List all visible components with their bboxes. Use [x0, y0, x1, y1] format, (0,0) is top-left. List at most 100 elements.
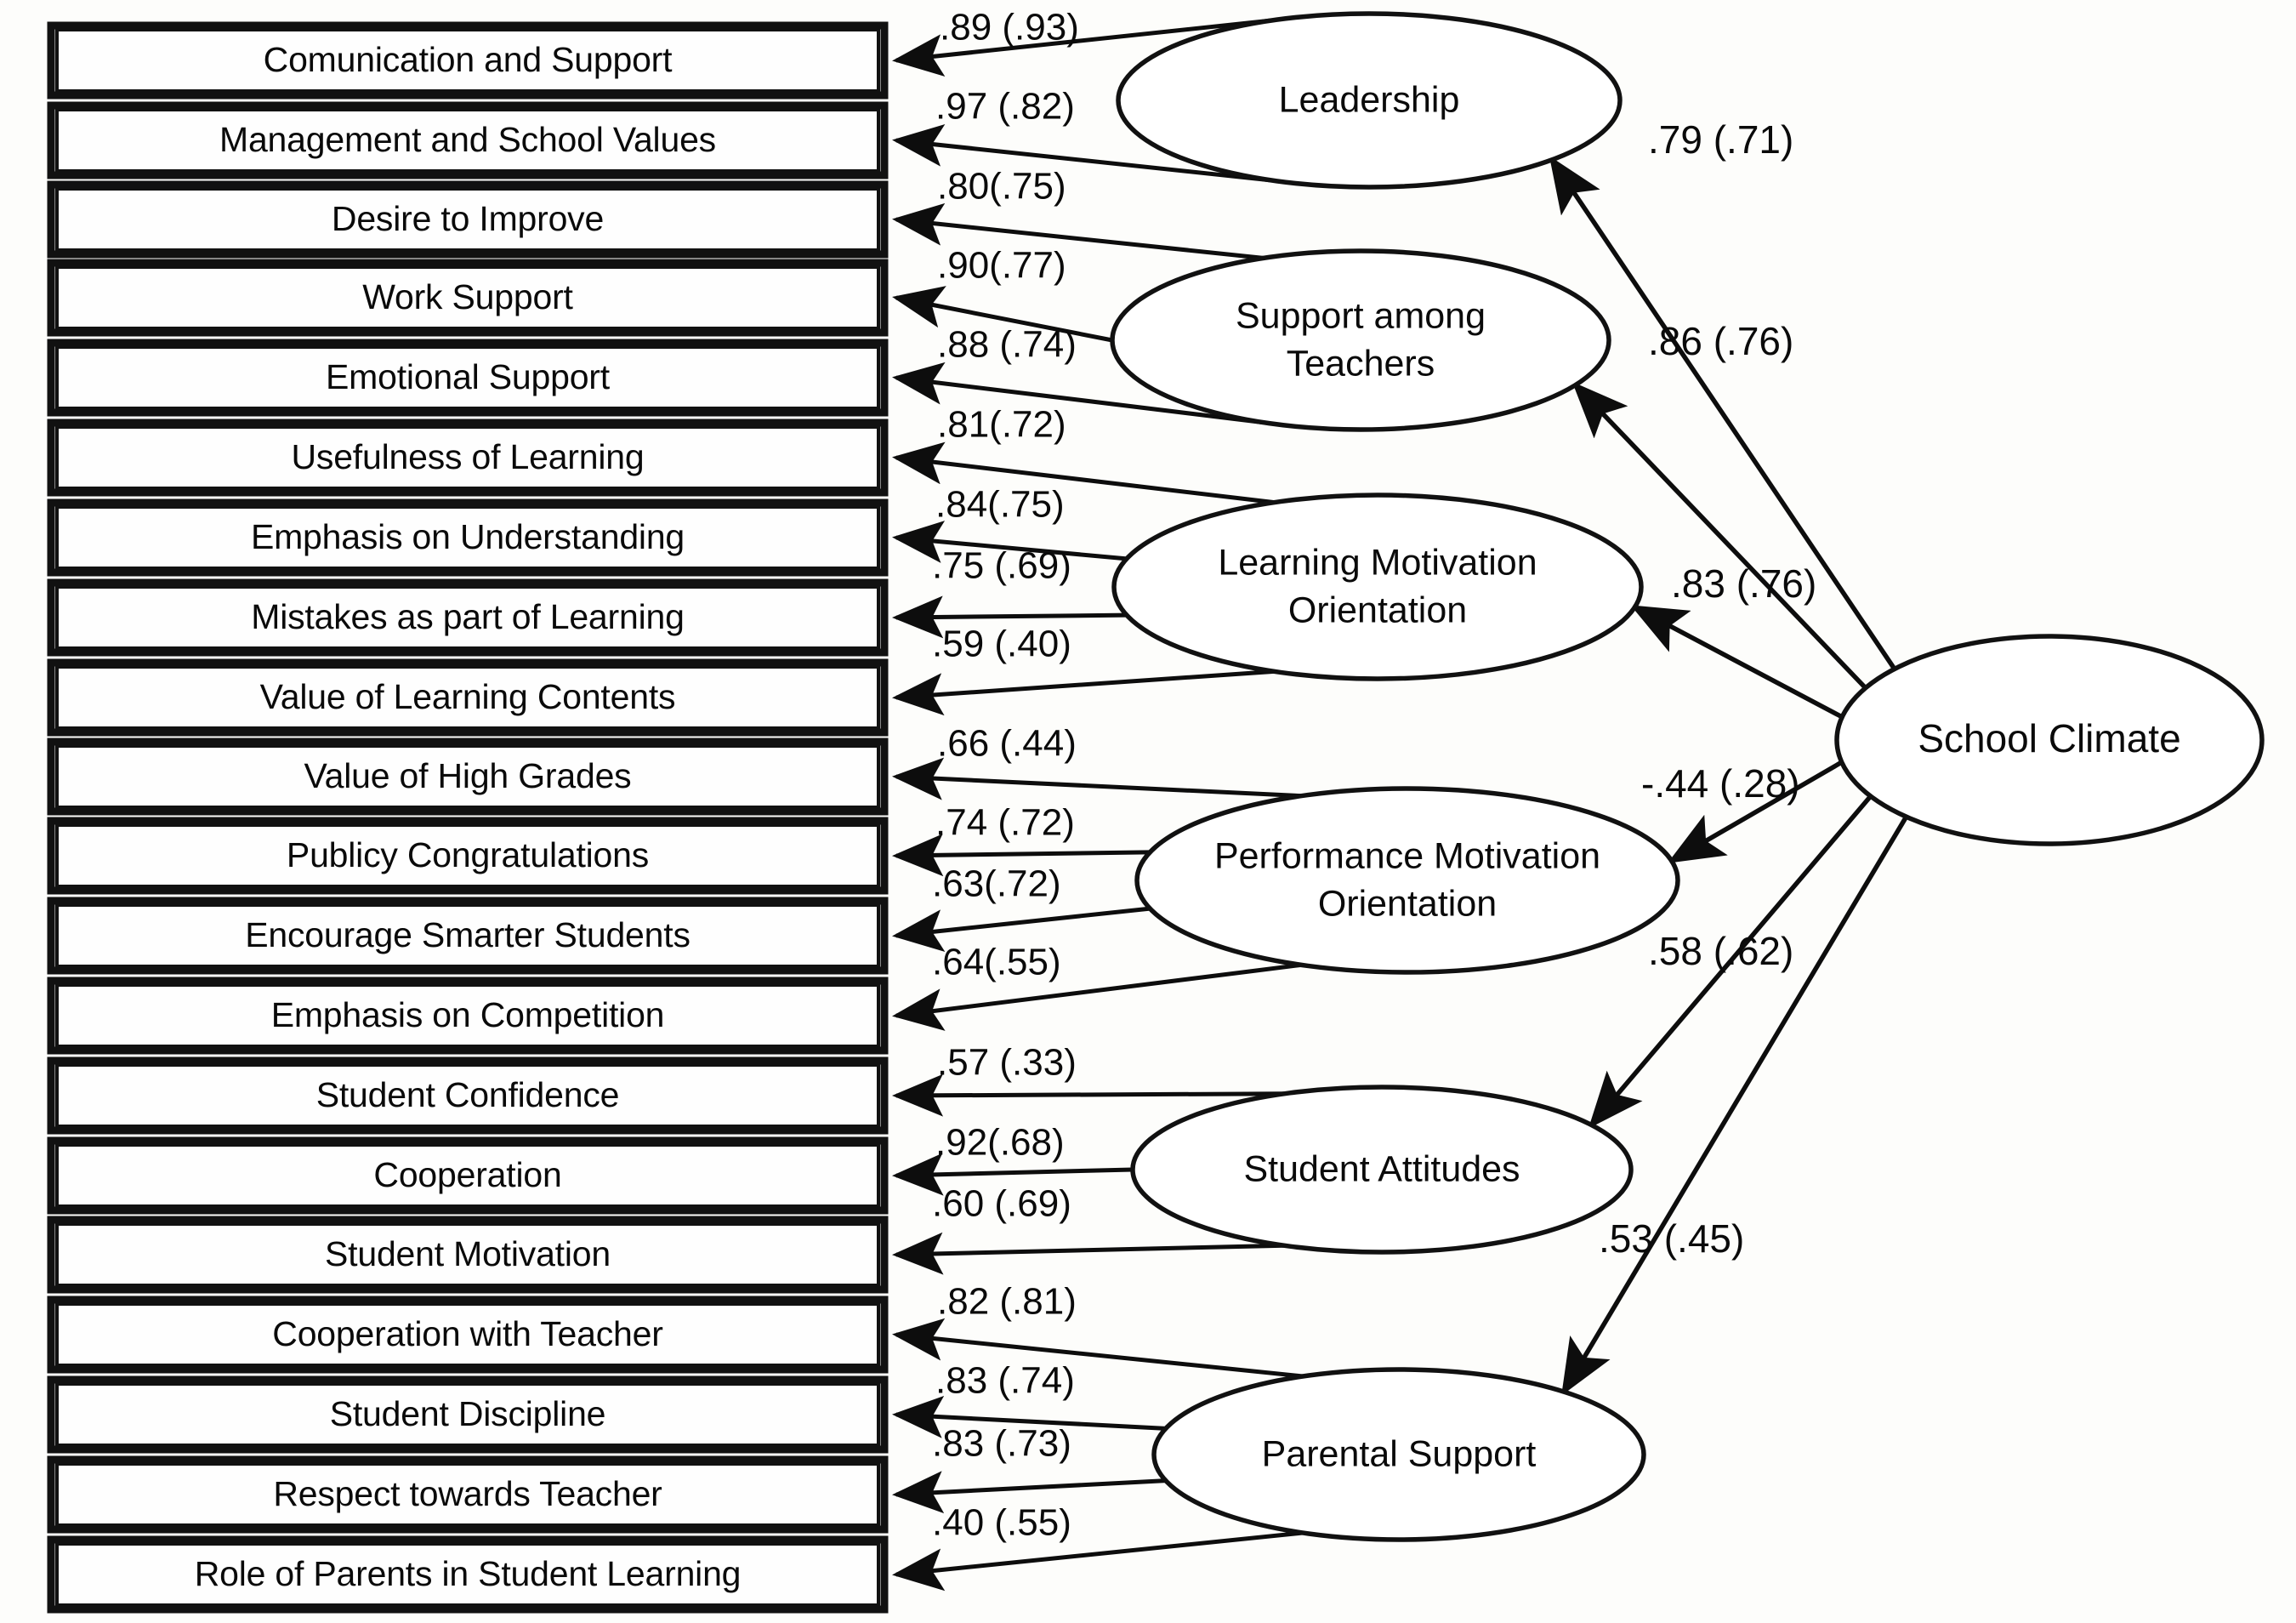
structural-coefficient: -.44 (.28) [1641, 761, 1800, 806]
loading-coefficient: .97 (.82) [935, 86, 1075, 128]
indicator-box-fill [55, 823, 880, 888]
loading-arrow [892, 1073, 1285, 1117]
indicator-box-fill [55, 1063, 880, 1128]
loading-coefficient: .75 (.69) [932, 545, 1071, 587]
indicator-label: Emphasis on Competition [271, 995, 665, 1034]
factor-label-line1: Learning Motivation [1218, 542, 1537, 583]
loading-coefficient: .90(.77) [937, 245, 1066, 287]
loading-coefficient: .89 (.93) [940, 7, 1079, 48]
loading-coefficient: .84(.75) [935, 484, 1065, 526]
factor-ellipse [1151, 1367, 1646, 1542]
structural-coefficient: .79 (.71) [1648, 117, 1793, 162]
indicator-label: Management and School Values [219, 120, 716, 159]
loading-arrow [892, 286, 1113, 343]
loading-arrow [892, 1530, 1304, 1592]
indicator-box[interactable]: Emphasis on Competition [47, 977, 889, 1055]
factor-ellipse [1110, 248, 1611, 432]
indicator-box[interactable]: Comunication and Support [47, 21, 889, 100]
loading-arrow [892, 669, 1275, 716]
structural-path-arrow [1667, 760, 1844, 863]
indicator-label: Comunication and Support [264, 40, 673, 79]
structural-coefficient: .86 (.76) [1648, 319, 1793, 363]
indicator-label: Role of Parents in Student Learning [195, 1554, 742, 1593]
loading-coefficient: .57 (.33) [937, 1042, 1077, 1084]
indicator-box[interactable]: Emotional Support [47, 339, 889, 417]
loading-coefficient: .66 (.44) [937, 723, 1077, 765]
indicator-box[interactable]: Student Confidence [47, 1056, 889, 1135]
indicator-box[interactable]: Student Discipline [47, 1375, 889, 1454]
loading-arrow [892, 906, 1151, 953]
factor-label-line1: Leadership [1279, 79, 1460, 120]
indicator-box-fill [55, 744, 880, 809]
latent-factor-parental[interactable]: Parental Support [1151, 1367, 1646, 1542]
indicator-box-fill [55, 28, 880, 93]
indicator-box-fill [55, 1382, 880, 1447]
latent-factor-attitudes[interactable]: Student Attitudes [1130, 1085, 1634, 1255]
indicator-box[interactable]: Work Support [47, 259, 889, 337]
indicator-box[interactable]: Mistakes as part of Learning [47, 578, 889, 657]
indicator-box[interactable]: Student Motivation [47, 1216, 889, 1294]
loading-coefficient: .40 (.55) [932, 1502, 1071, 1544]
indicator-label: Usefulness of Learning [292, 437, 645, 476]
factor-ellipse [1130, 1085, 1634, 1255]
loading-coefficient: .82 (.81) [937, 1281, 1077, 1323]
school-climate-label: School Climate [1918, 716, 2180, 760]
second-order-factor-school-climate[interactable]: School Climate [1834, 634, 2265, 846]
structural-coefficient: .53 (.45) [1599, 1216, 1744, 1261]
indicator-box[interactable]: Cooperation [47, 1136, 889, 1215]
indicator-label: Cooperation with Teacher [272, 1314, 662, 1353]
loading-arrow [892, 521, 1128, 563]
loading-arrow [892, 1153, 1134, 1196]
indicator-box[interactable]: Emphasis on Understanding [47, 498, 889, 577]
factor-label-line1: Parental Support [1262, 1433, 1537, 1474]
indicator-label: Student Discipline [330, 1394, 606, 1433]
indicator-label: Encourage Smarter Students [245, 915, 691, 954]
indicator-box[interactable]: Management and School Values [47, 101, 889, 179]
indicator-box[interactable]: Role of Parents in Student Learning [47, 1535, 889, 1614]
path-lines-layer [892, 18, 1909, 1592]
loading-arrow [892, 202, 1264, 260]
indicator-box-fill [55, 505, 880, 570]
loading-coefficient: .64(.55) [932, 942, 1061, 983]
indicator-label: Desire to Improve [332, 199, 604, 238]
latent-factor-leadership[interactable]: Leadership [1116, 11, 1623, 190]
factor-label-line2: Teachers [1287, 343, 1435, 384]
factor-label-line1: Student Attitudes [1243, 1148, 1520, 1189]
loading-coefficient: .80(.75) [937, 166, 1066, 208]
indicator-box-fill [55, 1542, 880, 1607]
factor-ellipse [1111, 493, 1644, 681]
indicator-box-fill [55, 108, 880, 173]
indicator-label: Student Confidence [316, 1075, 620, 1114]
indicator-box-fill [55, 1222, 880, 1287]
loading-coefficient: .88 (.74) [937, 324, 1077, 366]
indicator-box[interactable]: Value of High Grades [47, 737, 889, 816]
factor-ellipse [1134, 786, 1680, 975]
indicator-box[interactable]: Publicy Congratulations [47, 817, 889, 895]
structural-path-arrow [1571, 381, 1867, 690]
school-climate-ellipse [1834, 634, 2265, 846]
indicator-box[interactable]: Cooperation with Teacher [47, 1296, 889, 1374]
factor-label-line2: Orientation [1288, 589, 1467, 630]
indicator-box[interactable]: Encourage Smarter Students [47, 897, 889, 975]
loading-coefficient: .60 (.69) [932, 1183, 1071, 1225]
loading-arrow [892, 18, 1271, 77]
indicator-box-fill [55, 187, 880, 252]
indicator-box[interactable]: Desire to Improve [47, 180, 889, 259]
loading-arrow [892, 1471, 1167, 1514]
indicator-box[interactable]: Value of Learning Contents [47, 658, 889, 737]
indicator-box-fill [55, 665, 880, 730]
indicator-box[interactable]: Usefulness of Learning [47, 419, 889, 497]
indicator-box[interactable]: Respect towards Teacher [47, 1455, 889, 1534]
indicator-label: Mistakes as part of Learning [251, 597, 684, 636]
structural-coefficient: .58 (.62) [1648, 929, 1793, 973]
factor-ellipse [1116, 11, 1623, 190]
factor-label-line2: Orientation [1318, 883, 1497, 924]
loading-arrow [892, 1318, 1304, 1379]
loading-coefficient: .83 (.73) [932, 1423, 1071, 1465]
loading-coefficient: .74 (.72) [935, 802, 1075, 844]
